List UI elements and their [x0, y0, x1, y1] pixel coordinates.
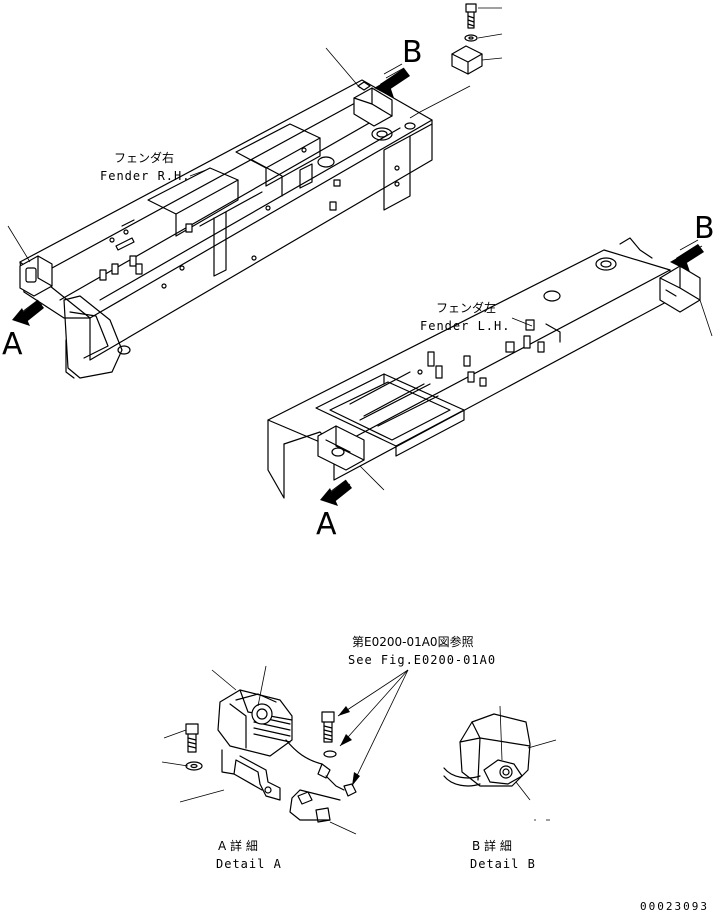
fender-rh-en-label: Fender R.H. — [100, 169, 190, 183]
view-b-label-right: B — [694, 211, 715, 246]
fender-lh-jp-label: フェンダ左 — [436, 300, 496, 315]
fender-rh-jp-label: フェンダ右 — [114, 150, 174, 165]
arrow-b-left: B — [374, 35, 423, 98]
detail-b-en-label: Detail B — [470, 857, 536, 871]
see-fig-reference: 第E0200-01A0図参照 See Fig.E0200-01A0 — [337, 634, 496, 787]
exploded-hardware — [409, 3, 503, 119]
fender-rh-assembly: B A フェンダ右 Fender R.H. — [2, 3, 503, 379]
fender-lh-en-label: Fender L.H. — [420, 319, 510, 333]
detail-b: B 詳 細 Detail B — [443, 705, 557, 871]
detail-b-jp-label: B 詳 細 — [472, 838, 512, 853]
detail-a-en-label: Detail A — [216, 857, 282, 871]
detail-a-jp-label: A 詳 細 — [218, 838, 258, 853]
see-fig-jp-label: 第E0200-01A0図参照 — [352, 634, 474, 649]
fender-lh-assembly: B A フェンダ左 Fender L.H. — [267, 211, 715, 542]
view-a-label-left: A — [2, 327, 23, 362]
detail-a: A 詳 細 Detail A — [161, 665, 357, 871]
drawing-number: 00023093 — [640, 900, 709, 912]
view-a-label-right: A — [316, 507, 337, 542]
arrow-b-right: B — [670, 211, 715, 272]
arrow-a-right: A — [316, 479, 352, 542]
see-fig-en-label: See Fig.E0200-01A0 — [348, 653, 496, 667]
arrow-a-left: A — [2, 299, 44, 362]
view-b-label-left: B — [402, 35, 423, 70]
